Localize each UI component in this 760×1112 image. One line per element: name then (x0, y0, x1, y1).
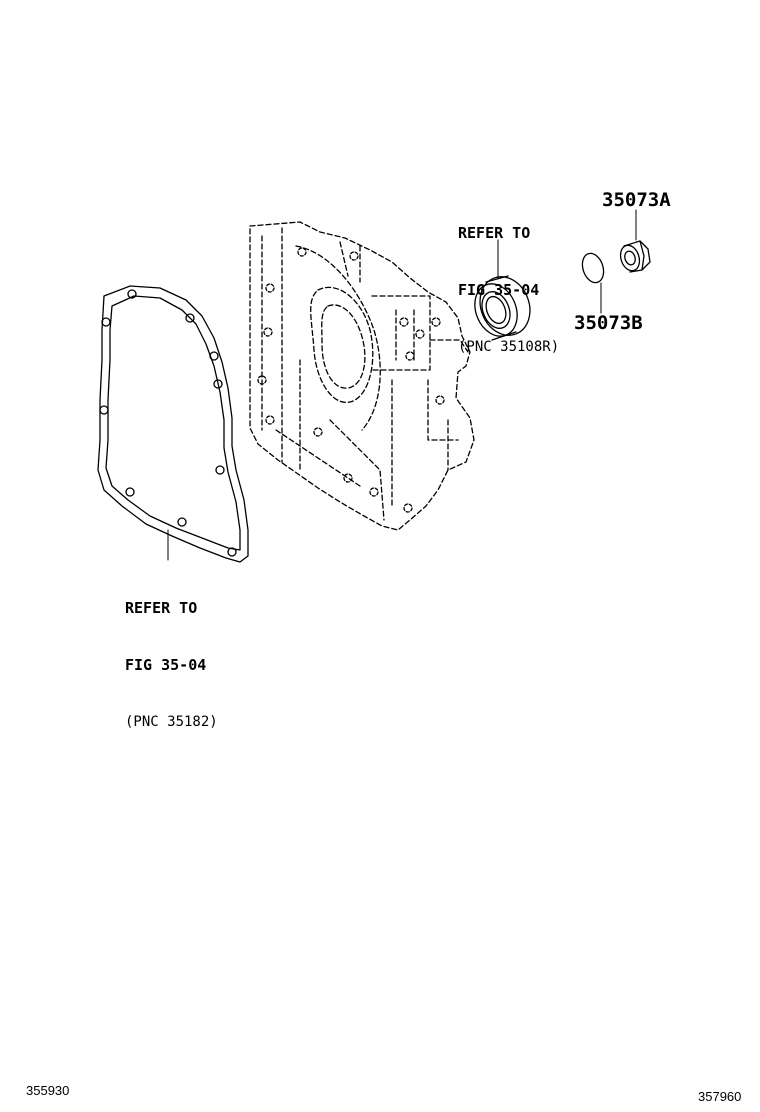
part-number-o-ring[interactable]: 35073B (574, 312, 643, 334)
plug (619, 240, 651, 273)
callout-line-3: (PNC 35182) (125, 714, 218, 730)
part-number-plug[interactable]: 35073A (602, 189, 671, 211)
leader-lines (167, 209, 637, 561)
case-gasket (97, 285, 249, 563)
callout-line-2: FIG 35-04 (125, 656, 207, 674)
callout-line-2: FIG 35-04 (458, 281, 540, 299)
o-ring (581, 252, 605, 284)
case-bolt-holes (257, 247, 445, 513)
oil-seal-reference-callout: REFER TO FIG 35-04 (PNC 35108R) (458, 186, 559, 395)
callout-line-1: REFER TO (125, 599, 198, 617)
transmission-case-outline (249, 221, 475, 531)
gasket-reference-callout: REFER TO FIG 35-04 (PNC 35182) (125, 561, 218, 770)
oil-seal (474, 275, 531, 341)
footer-left-code: 355930 (26, 1083, 70, 1098)
callout-line-3: (PNC 35108R) (458, 339, 560, 355)
footer-right-code: 357960 (698, 1089, 742, 1104)
callout-line-1: REFER TO (458, 224, 531, 242)
